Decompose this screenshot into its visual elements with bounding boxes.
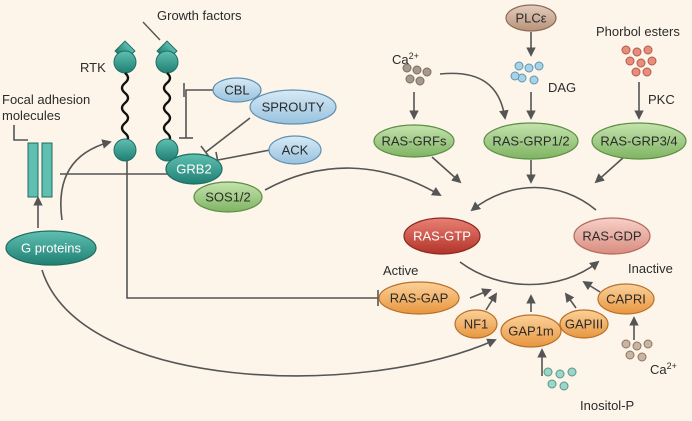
g-proteins-label: G proteins [21, 241, 81, 256]
phorbol-ester-dots [621, 45, 657, 77]
focal-adhesion-text-line2: molecules [2, 108, 61, 123]
ca-top-text: Ca2+ [392, 51, 419, 67]
phorbol-esters-text: Phorbol esters [596, 24, 680, 39]
capri-node [597, 283, 655, 315]
dag-text: DAG [548, 80, 576, 95]
arrow-rasgrfs-to-cycle [431, 156, 462, 184]
line-ack-to-grb2 [217, 149, 271, 161]
ras-grfs-node [373, 124, 455, 158]
ras-gdp-node [573, 217, 651, 255]
line-cbl-to-rtk [185, 89, 214, 138]
ras-gap-node [378, 281, 460, 315]
active-text: Active [383, 263, 418, 278]
grb2-node [165, 153, 223, 185]
ras-gtp-label: RAS-GTP [413, 229, 471, 244]
connector-lines [13, 32, 644, 377]
arrow-nf1-to-cycle [485, 292, 498, 311]
rtk-receptor-left [113, 40, 137, 162]
ras-grp12-label: RAS-GRP1/2 [492, 134, 569, 149]
ca-bottom-text: Ca2+ [650, 361, 677, 377]
ras-gtp-node [403, 217, 481, 255]
g-proteins-node [5, 230, 97, 266]
grb2-label: GRB2 [176, 162, 211, 177]
ca-dots-bottom [621, 339, 653, 362]
cbl-node [212, 77, 262, 103]
ca-dots-top [402, 63, 432, 86]
cycle-bottom-arc [459, 260, 600, 286]
ras-grfs-label: RAS-GRFs [382, 134, 448, 149]
sprouty-node [249, 89, 337, 125]
line-rtk-to-ras-gap [126, 160, 378, 299]
cbl-label: CBL [224, 83, 249, 98]
rtk-receptor-right [155, 40, 179, 162]
plce-label: PLCε [515, 11, 546, 26]
ras-grp12-node [483, 122, 579, 160]
line-sprouty-to-grb2 [205, 117, 251, 153]
sprouty-label: SPROUTY [262, 100, 325, 115]
sos-label: SOS1/2 [205, 190, 251, 205]
inositol-p-dots [543, 367, 577, 391]
dag-dots [510, 61, 544, 85]
gap1m-node [500, 314, 562, 348]
inositol-p-text: Inositol-P [580, 398, 634, 413]
arrow-gapiii-to-cycle [564, 292, 577, 309]
ack-node [268, 135, 322, 165]
arrow-rasgap-to-cycle [469, 288, 492, 299]
gap1m-label: GAP1m [508, 324, 554, 339]
gapiii-label: GAPIII [565, 317, 603, 332]
inactive-text: Inactive [628, 261, 673, 276]
arrow-ca-to-rasgrp12 [439, 72, 509, 120]
focal-adhesion-molecules-icon [27, 142, 53, 198]
arrow-gproteins-to-gap1m [41, 269, 497, 377]
arrow-rasgrp34-to-cycle [594, 156, 625, 184]
ras-grp34-label: RAS-GRP3/4 [600, 134, 677, 149]
arrow-sos-to-ras [264, 167, 442, 196]
ack-label: ACK [282, 143, 309, 158]
ras-gap-label: RAS-GAP [390, 291, 449, 306]
focal-adhesion-leader [13, 125, 28, 141]
nf1-node [454, 309, 498, 339]
ras-grp34-node [591, 122, 687, 160]
capri-label: CAPRI [606, 292, 646, 307]
focal-adhesion-text-line1: Focal adhesion [2, 92, 90, 107]
pkc-text: PKC [648, 92, 675, 107]
arrow-capri-to-cycle [582, 280, 601, 293]
nf1-label: NF1 [464, 317, 489, 332]
growth-factors-leader [142, 21, 161, 41]
sos-node [193, 181, 263, 213]
gapiii-node [559, 309, 609, 339]
rtk-text: RTK [80, 60, 106, 75]
plce-node [505, 4, 557, 32]
growth-factors-text: Growth factors [157, 8, 242, 23]
arrow-gproteins-to-rtk [60, 139, 112, 221]
cycle-top-arc [470, 186, 597, 212]
ras-gdp-label: RAS-GDP [582, 229, 641, 244]
